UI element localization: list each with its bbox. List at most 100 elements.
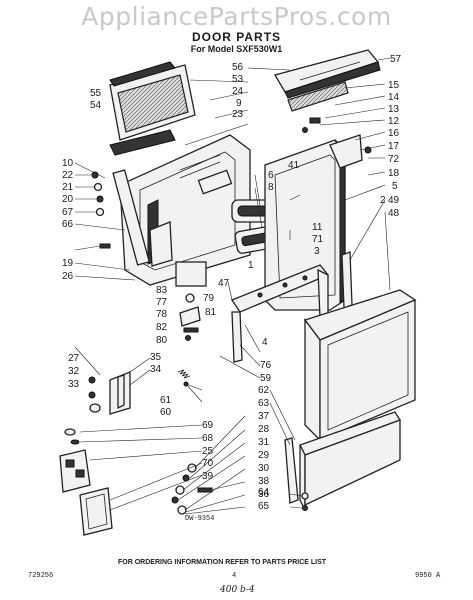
callout-29: 29 [258,450,270,461]
callout-67: 67 [62,207,74,218]
callout-32: 32 [68,366,80,377]
callout-24: 24 [232,86,244,97]
callout-17: 17 [388,141,400,152]
leader-lines [74,57,391,515]
callout-34: 34 [150,364,162,375]
callout-36: 36 [258,489,270,500]
callout-47: 47 [218,278,230,289]
diagram-title: DOOR PARTS [191,30,282,44]
callout-66: 66 [62,219,74,230]
callout-2: 2 [380,195,386,206]
callout-labels: 57 56 53 24 9 23 55 54 15 14 13 12 16 17… [62,54,402,512]
callout-23: 23 [232,109,244,120]
callout-72: 72 [388,154,400,165]
callout-62: 62 [258,385,270,396]
callout-6: 6 [268,170,274,181]
callout-54: 54 [90,100,102,111]
callout-28: 28 [258,424,270,435]
callout-60: 60 [160,407,172,418]
part-25-switch-box [59,449,91,493]
callout-39: 39 [202,471,214,482]
callout-10: 10 [62,158,74,169]
bracket-assembly [88,371,131,415]
callout-5: 5 [392,181,398,192]
callout-61: 61 [160,395,172,406]
callout-80: 80 [156,335,168,346]
hardware-left-group [91,171,111,249]
part-39-gasket-frame [79,487,113,536]
callout-37: 37 [258,411,270,422]
callout-19: 19 [62,258,74,269]
callout-11-right: 11 [312,222,323,233]
left-code: 729256 [28,572,54,580]
callout-55: 55 [90,88,102,99]
callout-1: 1 [248,260,254,271]
part-62-kick-plate [299,411,401,511]
callout-9: 9 [236,98,242,109]
part-61-spring [177,369,191,387]
callout-30: 30 [258,463,270,474]
callout-16: 16 [388,128,400,139]
callout-78: 78 [156,309,168,320]
callout-71: 71 [312,234,324,245]
callout-15: 15 [388,80,400,91]
part-1-outer-panel [303,289,417,442]
screw-chain [171,463,213,515]
callout-68: 68 [202,433,214,444]
callout-25: 25 [202,446,214,457]
callout-70: 70 [202,458,214,469]
callout-81: 81 [205,307,217,318]
part-49-side-trim [341,251,353,309]
callout-31: 31 [258,437,270,448]
part-55-vent-panel [109,61,196,141]
callout-65: 65 [258,501,270,512]
part-76-bottom-channel [231,264,330,363]
callout-27: 27 [68,353,80,364]
latch-assembly [175,261,207,341]
callout-8: 8 [268,182,274,193]
callout-48: 48 [388,208,400,219]
callout-20: 20 [62,194,74,205]
callout-83: 83 [156,285,168,296]
callout-26: 26 [62,271,74,282]
callout-59: 59 [260,373,272,384]
callout-38: 38 [258,476,270,487]
callout-57: 57 [390,54,402,65]
callout-64: 64 [258,487,270,498]
callout-56: 56 [232,62,244,73]
diagram-code: DW-9354 [185,515,215,523]
callout-77: 77 [156,297,168,308]
small-parts-69-68 [64,428,80,445]
model-subtitle: For Model SXF530W1 [190,44,283,54]
callout-41-top: 41 [288,160,300,171]
callout-22: 22 [62,170,74,181]
callout-82: 82 [156,322,168,333]
callout-79: 79 [203,293,215,304]
part-57-trim-strip [274,49,381,99]
callout-69: 69 [202,420,214,431]
part-64-65-screws [301,492,309,511]
inner-door-panel [109,129,251,286]
part-15-vent [287,81,349,112]
callout-14: 14 [388,92,400,103]
callout-18: 18 [388,168,400,179]
callout-4: 4 [262,337,268,348]
callout-3: 3 [314,246,320,257]
watermark: AppliancePartsPros.com [81,2,392,31]
handwritten-note: 400 b-4 [220,585,255,595]
part-63-strip [284,437,299,504]
latch-hardware-right [302,117,372,169]
callout-21: 21 [62,182,74,193]
right-code: 9950 A [415,572,441,580]
callout-76: 76 [260,360,272,371]
ordering-note: FOR ORDERING INFORMATION REFER TO PARTS … [118,559,327,566]
callout-35: 35 [150,352,162,363]
callout-33: 33 [68,379,80,390]
callout-13: 13 [388,104,400,115]
callout-53: 53 [232,74,244,85]
callout-49: 49 [388,195,400,206]
callout-63: 63 [258,398,270,409]
page-number: 4 [232,572,237,580]
